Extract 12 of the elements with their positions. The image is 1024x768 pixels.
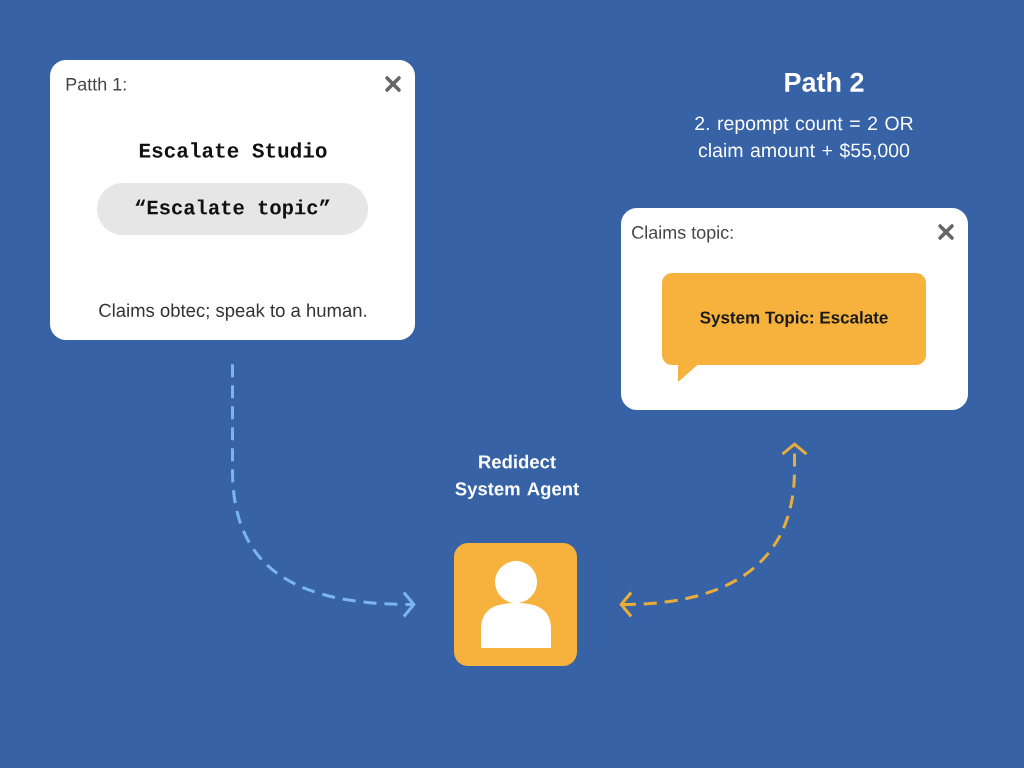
speech-bubble: System Topic: Escalate — [662, 273, 926, 382]
agent-label: Redidect System Agent — [455, 454, 579, 500]
condition-text: 2. repompt count = 2 OR claim amount + $55,000 — [695, 116, 913, 160]
card-text: Claims obtec; speak to a human. — [99, 303, 366, 321]
path-heading: Path 2 — [785, 72, 864, 92]
topic-pill: “Escalate topic” — [97, 183, 368, 235]
card-heading: Claims topic: — [632, 225, 733, 243]
card-title: Escalate Studio — [139, 142, 327, 158]
agent-avatar — [454, 543, 577, 666]
dashed-arrow — [619, 442, 808, 618]
dashed-arrow — [231, 364, 416, 618]
card-heading: Patth 1: — [66, 77, 126, 91]
